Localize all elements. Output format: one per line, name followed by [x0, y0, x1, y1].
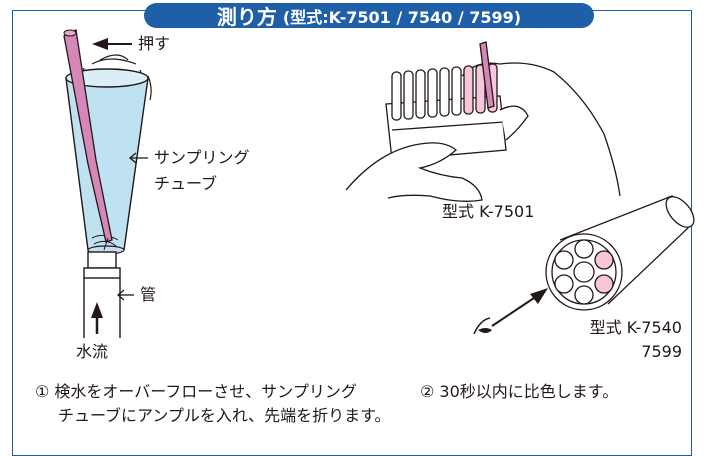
comparator-k7540: [545, 195, 695, 311]
model-k7540-label: 型式 K-7540: [589, 318, 682, 337]
tube-pointer-arrow-icon: [128, 152, 148, 164]
sight-arrow-icon: [491, 288, 548, 327]
title-main: 測り方: [216, 5, 277, 29]
comparator-k7501: [345, 41, 621, 202]
push-arrow-icon: [92, 38, 132, 50]
tube-label-line2: チューブ: [154, 174, 218, 193]
step1-text-line1: ① 検水をオーバーフローさせ、サンプリング: [35, 382, 357, 401]
push-label: 押す: [138, 34, 171, 53]
tube-label-line1: サンプリング: [154, 148, 250, 167]
step2-text: ② 30秒以内に比色します。: [420, 382, 619, 401]
pipe-pointer-arrow-icon: [116, 289, 134, 301]
model-k7501-label: 型式 K-7501: [442, 202, 535, 221]
water-flow-arrow-icon: [91, 302, 103, 334]
water-flow-label: 水流: [76, 342, 109, 361]
model-7599-label: 7599: [641, 342, 682, 361]
pipe: [83, 251, 121, 338]
ampoule: [63, 29, 113, 251]
eye-icon: [473, 317, 492, 335]
step1-text-line2: チューブにアンプルを入れ、先端を折ります。: [58, 406, 391, 425]
title-models: (型式:K-7501 / 7540 / 7599): [282, 7, 522, 27]
title-banner: 測り方 (型式:K-7501 / 7540 / 7599): [144, 3, 594, 29]
pipe-label: 管: [140, 285, 157, 304]
